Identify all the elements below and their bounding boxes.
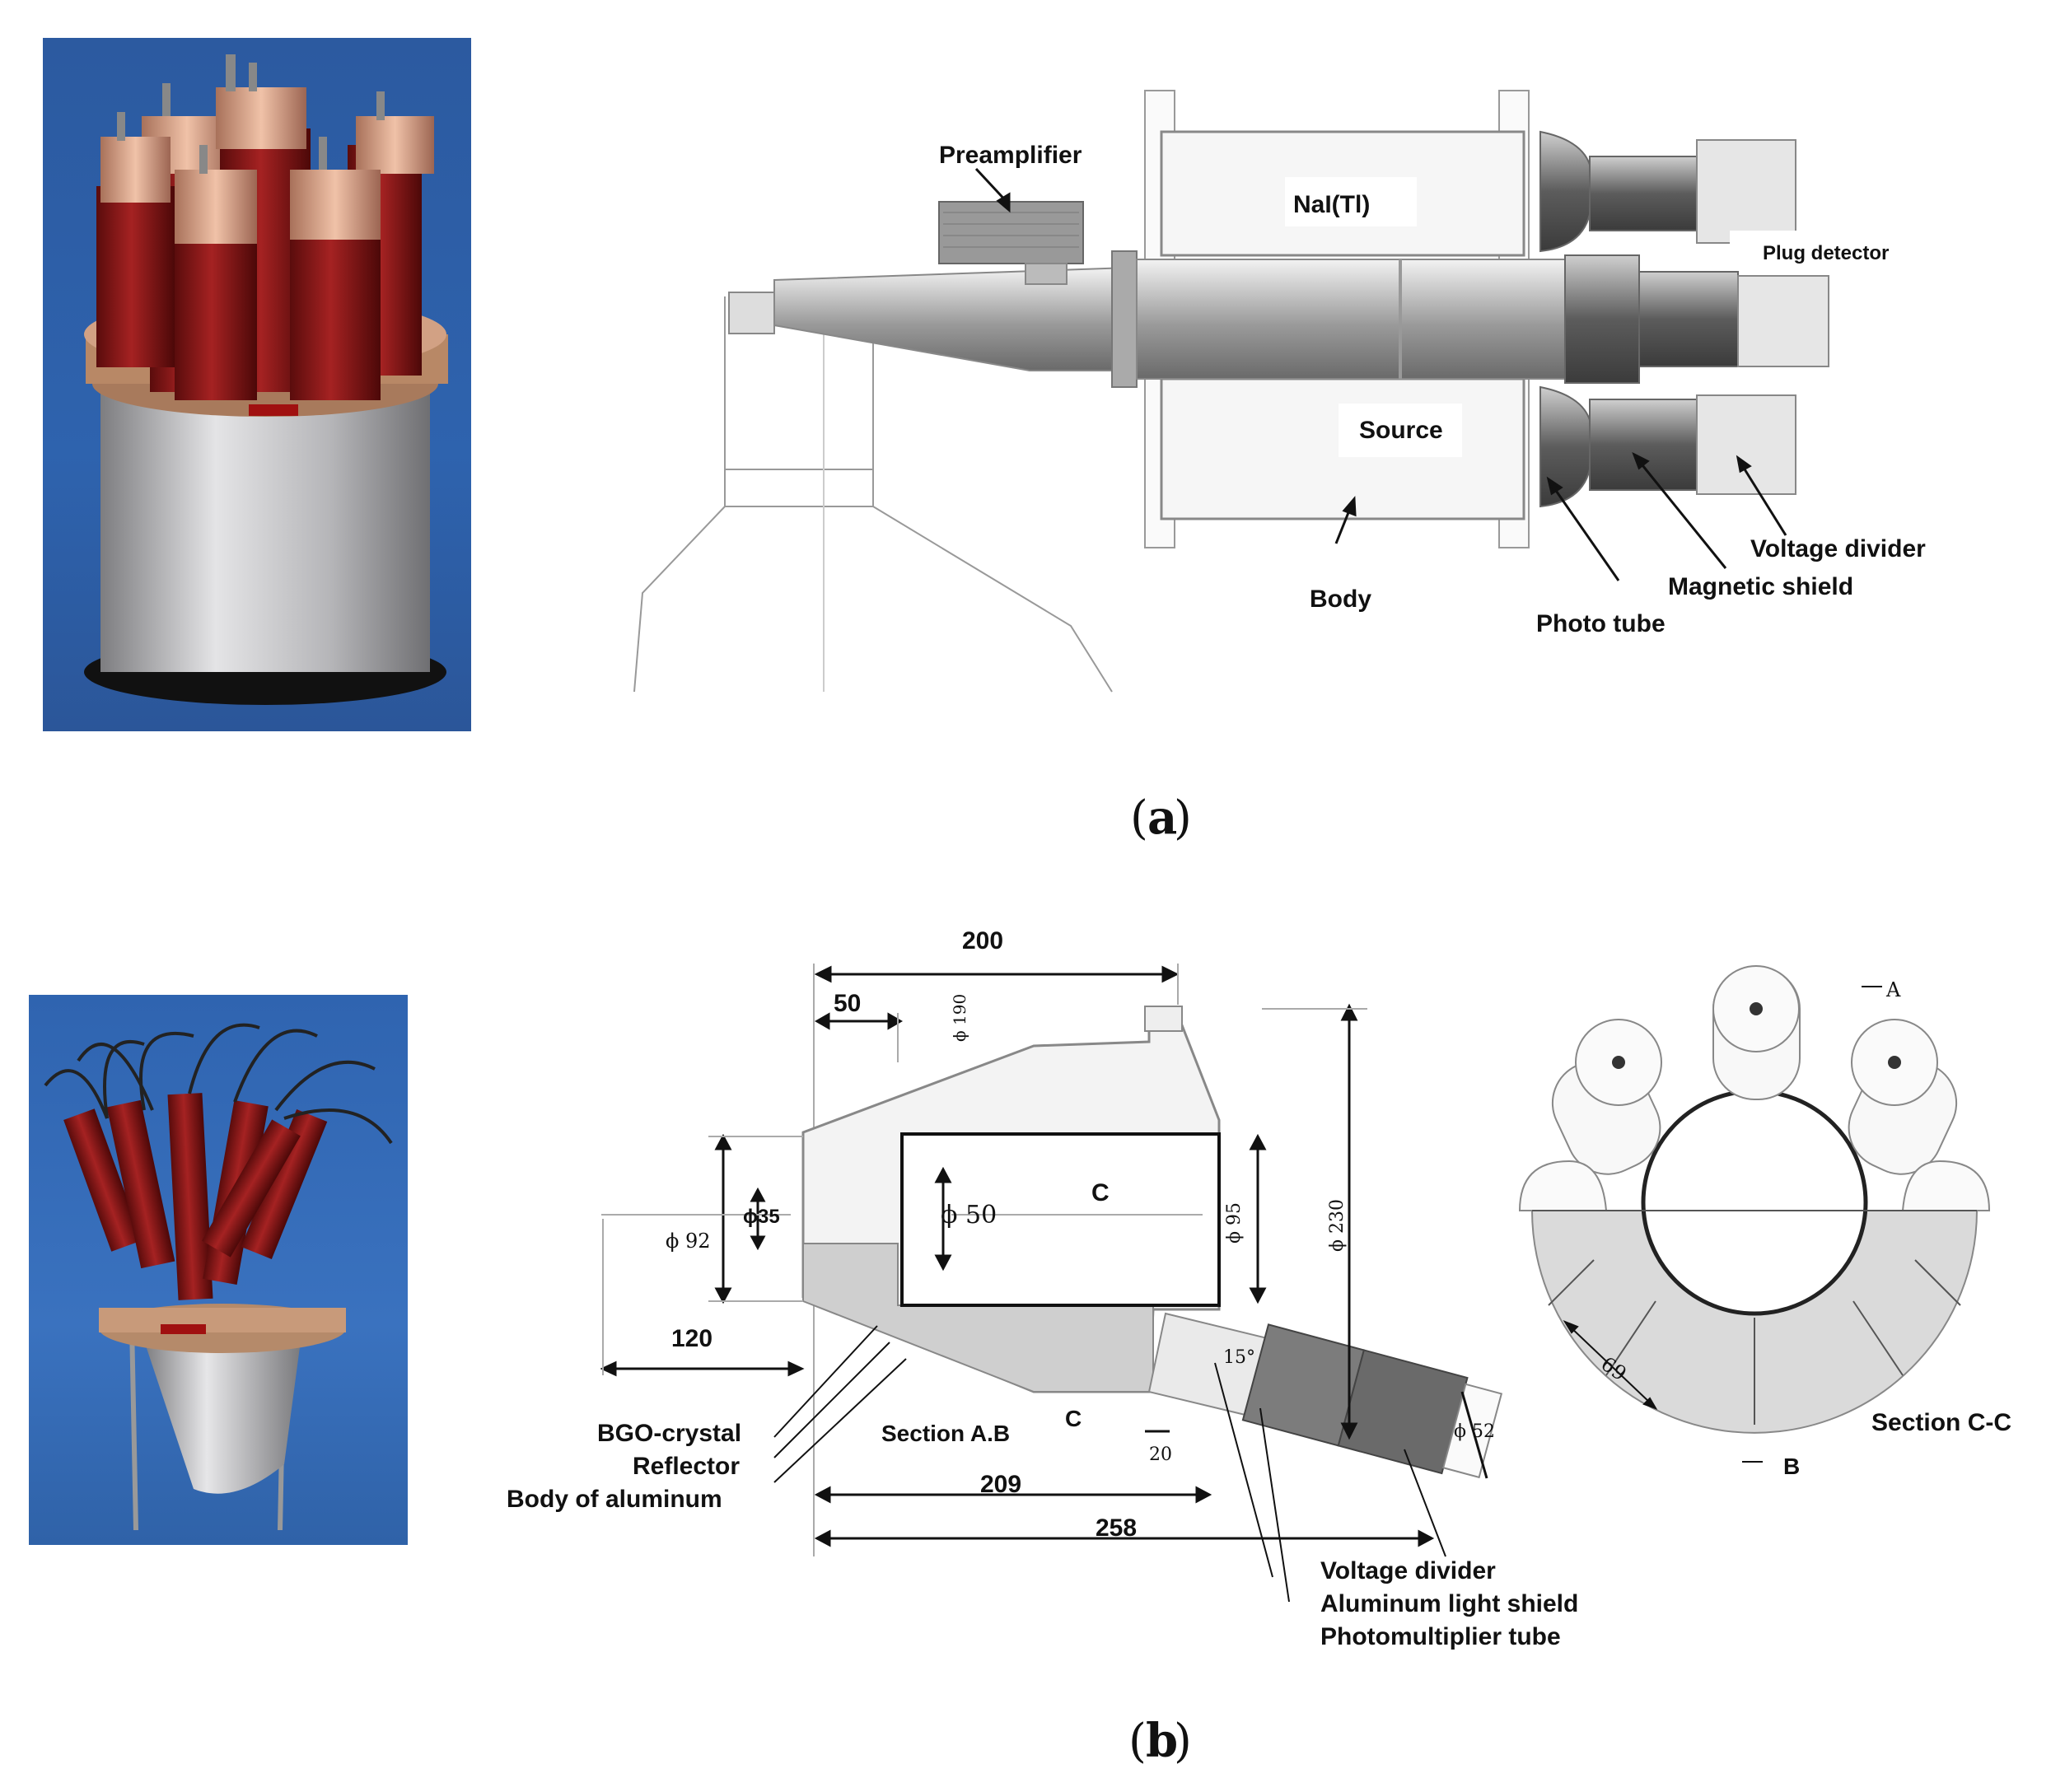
label-source: Source (1359, 417, 1443, 444)
dim-69: 69 (1597, 1352, 1631, 1385)
dim-phi52: ϕ 52 (1454, 1421, 1495, 1442)
dim-phi35: ϕ35 (743, 1206, 780, 1228)
dim-209: 209 (980, 1471, 1021, 1498)
label-photomultiplier-tube: Photomultiplier tube (1320, 1623, 1561, 1650)
panel-b-photo (29, 995, 408, 1545)
label-nai: NaI(Tl) (1293, 191, 1370, 218)
panel-a-photo (43, 38, 471, 731)
dim-20: 20 (1149, 1444, 1172, 1465)
label-mark-b: B (1783, 1454, 1800, 1479)
panel-b-photo-drawing (44, 1023, 393, 1531)
label-voltage-divider-a: Voltage divider (1750, 535, 1926, 562)
caption-a-close: ) (1174, 791, 1192, 845)
label-body-aluminum: Body of aluminum (507, 1486, 722, 1513)
dim-258: 258 (1096, 1514, 1137, 1542)
dim-phi50: ϕ 50 (941, 1201, 997, 1230)
caption-a-letter: a (1147, 791, 1177, 845)
caption-b-letter: b (1146, 1714, 1178, 1768)
dim-angle15: 15° (1223, 1347, 1255, 1368)
label-c-upper: C (1091, 1179, 1110, 1206)
label-plug-detector: Plug detector (1763, 242, 1889, 264)
caption-b-close: ) (1174, 1715, 1192, 1768)
caption-a-open: ( (1130, 791, 1148, 845)
dim-phi230: ϕ 230 (1327, 1199, 1348, 1252)
dim-50: 50 (834, 990, 861, 1017)
label-magnetic-shield: Magnetic shield (1668, 573, 1853, 600)
label-aluminum-light-shield: Aluminum light shield (1320, 1590, 1578, 1617)
label-section-cc: Section C-C (1871, 1409, 2011, 1436)
label-section-ab: Section A.B (881, 1421, 1010, 1446)
label-photo-tube: Photo tube (1536, 610, 1666, 637)
label-c-lower: C (1065, 1406, 1082, 1431)
label-body: Body (1310, 586, 1371, 613)
dim-phi92: ϕ 92 (666, 1230, 711, 1253)
dim-200: 200 (962, 927, 1003, 954)
label-mark-a: A (1885, 978, 1901, 1001)
dim-phi95: ϕ 95 (1224, 1202, 1245, 1244)
label-preamplifier: Preamplifier (939, 142, 1082, 169)
caption-b-open: ( (1128, 1715, 1147, 1768)
label-reflector: Reflector (633, 1453, 740, 1480)
dim-120: 120 (671, 1325, 712, 1352)
label-voltage-divider-b: Voltage divider (1320, 1557, 1496, 1584)
dim-phi190: ϕ 190 (950, 994, 969, 1042)
panel-a-photo-drawing (84, 54, 448, 705)
label-bgo-crystal: BGO-crystal (597, 1420, 741, 1447)
